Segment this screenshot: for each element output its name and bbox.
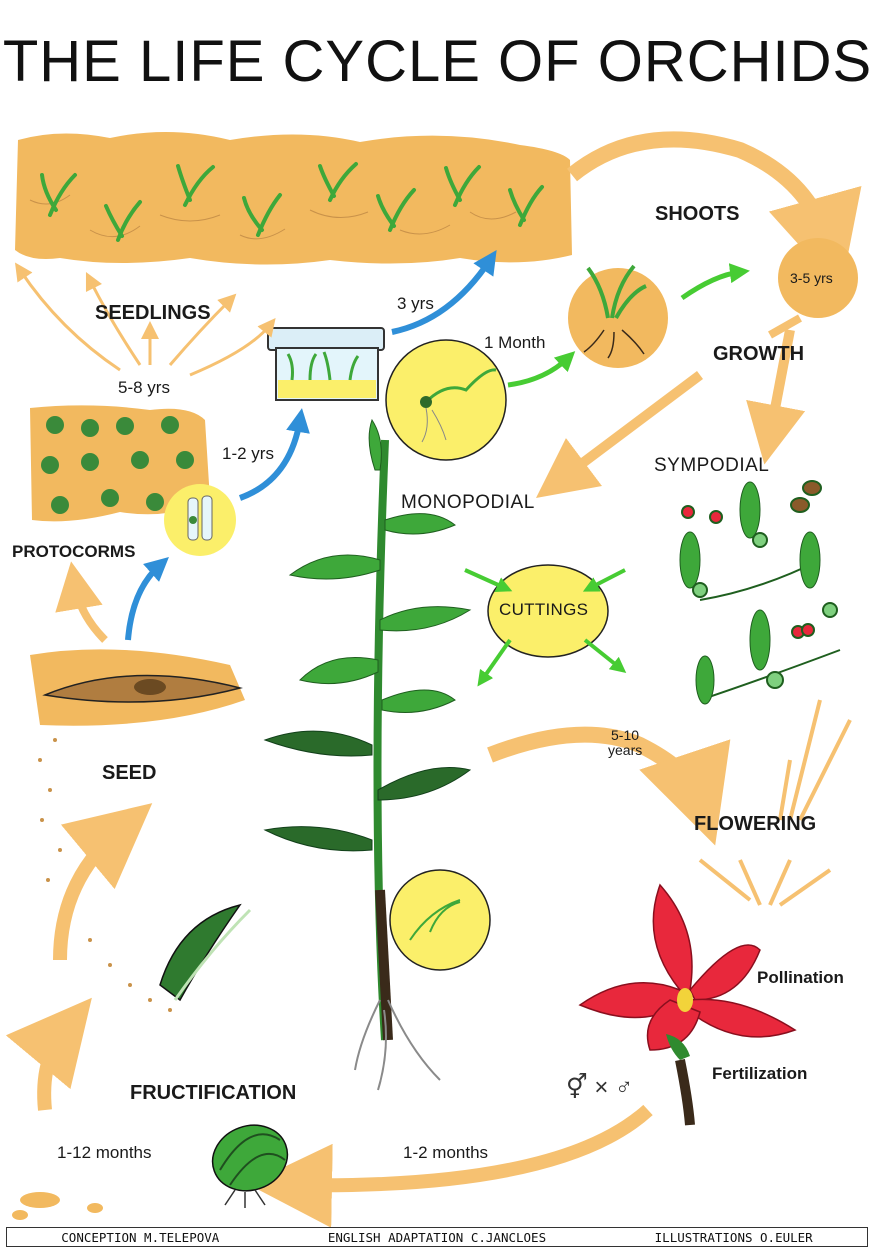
orchid-flower	[578, 883, 797, 1126]
duration-1-12-months: 1-12 months	[57, 1143, 152, 1162]
duration-3-5-yrs: 3-5 yrs	[790, 270, 833, 286]
label-seedlings: SEEDLINGS	[95, 302, 211, 324]
label-sympodial: SYMPODIAL	[654, 455, 770, 476]
arrow-3-5-to-growth	[768, 314, 802, 339]
arrow-fruit-to-seed-release	[5, 997, 92, 1111]
fruit-capsule	[211, 1124, 289, 1208]
arrow-seed-to-protocorms	[55, 561, 108, 643]
culture-flask	[267, 327, 385, 401]
seedling-sprouts	[40, 162, 544, 242]
arrow-growth-to-monopodial	[536, 371, 703, 498]
arrow-shoot-to-growth	[680, 263, 750, 301]
label-cuttings: CUTTINGS	[499, 600, 589, 619]
gender-symbols: ⚥ × ♂	[566, 1074, 634, 1101]
root-circle	[389, 869, 491, 971]
arrows-flowering-to-flower	[698, 858, 832, 907]
arrow-seed-to-tube	[125, 557, 169, 641]
credit-illustrations: ILLUSTRATIONS O.EULER	[654, 1229, 813, 1245]
credits-footer: CONCEPTION M.TELEPOVA ENGLISH ADAPTATION…	[6, 1227, 868, 1247]
badge-3-5-yrs	[778, 238, 858, 318]
protocorm-soil	[30, 405, 210, 522]
arrow-soil-to-3-5yrs	[566, 131, 862, 292]
arrow-flask-to-soil	[391, 250, 497, 335]
label-growth: GROWTH	[713, 343, 805, 365]
duration-1-month: 1 Month	[484, 333, 546, 352]
label-fructification: FRUCTIFICATION	[130, 1082, 297, 1104]
label-shoots: SHOOTS	[655, 203, 740, 225]
arrow-monopodial-to-flowering	[487, 726, 731, 846]
shoot-circle	[568, 264, 668, 368]
test-tube-circle	[164, 484, 236, 556]
duration-years: years	[608, 742, 643, 758]
monopodial-plant	[263, 418, 472, 1091]
credit-conception: CONCEPTION M.TELEPOVA	[61, 1229, 220, 1245]
duration-1-2-months: 1-2 months	[403, 1143, 489, 1162]
arrow-flower-to-fruit	[248, 1104, 653, 1228]
seed-pebbles	[12, 1192, 103, 1220]
sympodial-plant	[679, 480, 841, 705]
label-protocorms: PROTOCORMS	[12, 542, 136, 561]
seed-dust	[38, 738, 172, 1012]
label-pollination: Pollination	[757, 968, 844, 987]
arrow-tube-to-flask	[238, 408, 310, 501]
seed-block	[30, 649, 245, 726]
label-fertilization: Fertilization	[712, 1064, 808, 1083]
open-seed-pod	[159, 903, 252, 1002]
cuttings-arrows	[464, 568, 627, 687]
duration-1-2-yrs: 1-2 yrs	[222, 444, 274, 463]
soil-strip-shoots	[15, 131, 572, 265]
label-seed: SEED	[102, 762, 157, 784]
duration-5-10: 5-10	[611, 727, 640, 743]
credit-adaptation: ENGLISH ADAPTATION C.JANCLOES	[327, 1229, 547, 1245]
page-title: THE LIFE CYCLE OF ORCHIDS	[2, 29, 873, 94]
arrow-growth-to-sympodial	[746, 329, 806, 465]
arrow-circle-to-shoot	[507, 351, 576, 388]
duration-3-yrs: 3 yrs	[397, 294, 434, 313]
label-flowering: FLOWERING	[694, 813, 817, 835]
germination-circle	[385, 339, 507, 461]
duration-5-8-yrs: 5-8 yrs	[118, 378, 170, 397]
arrow-seed-pod-to-seed	[53, 803, 153, 961]
arrows-sympodial-to-flowering	[778, 699, 852, 821]
arrows-5-8yrs-up	[15, 262, 276, 377]
label-monopodial: MONOPODIAL	[401, 492, 535, 513]
cuttings-circle	[487, 564, 609, 658]
